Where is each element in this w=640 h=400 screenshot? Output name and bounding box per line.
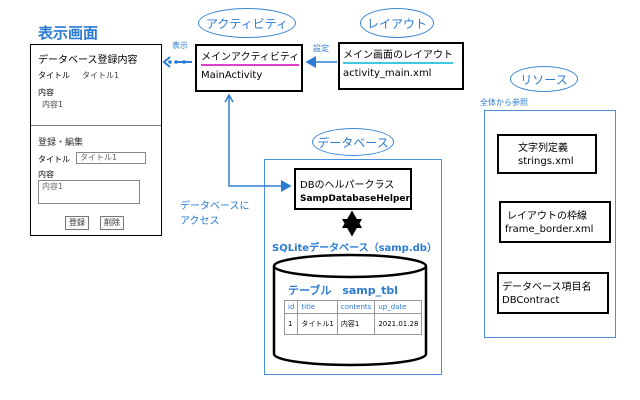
resource-strings-en: strings.xml xyxy=(518,156,574,167)
helper-name-jp: DBのヘルパークラス xyxy=(300,180,395,191)
column-header: contents xyxy=(336,300,376,314)
setting-label: 設定 xyxy=(313,44,329,53)
resources-oval: リソース xyxy=(510,66,578,92)
table-cell: 1 xyxy=(283,313,299,335)
activity-name-en: MainActivity xyxy=(201,70,263,81)
title-value: タイトル1 xyxy=(82,71,120,80)
edit-content-label: 内容 xyxy=(38,170,54,179)
display-label: 表示 xyxy=(172,41,188,50)
access-label-1: データベースに xyxy=(180,201,250,212)
table-header-row: id title contents up_date xyxy=(283,300,423,314)
layout-box xyxy=(338,42,464,90)
edit-title-input[interactable]: タイトル1 xyxy=(76,152,146,164)
layout-name-jp: メイン画面のレイアウト xyxy=(343,50,453,64)
table-row: 1 タイトル1 内容1 2021.01.28 xyxy=(283,313,423,335)
resource-dbcontract-en: DBContract xyxy=(502,295,560,306)
samp-table: id title contents up_date 1 タイトル1 内容1 20… xyxy=(283,300,423,335)
activity-oval: アクティビティ xyxy=(198,8,296,38)
display-arrow xyxy=(162,56,192,68)
section-divider xyxy=(31,125,161,126)
database-region xyxy=(264,159,442,375)
access-label-2: アクセス xyxy=(180,216,220,227)
resource-frame-jp: レイアウトの枠線 xyxy=(507,211,587,222)
resource-frame-en: frame_border.xml xyxy=(505,224,594,235)
activity-name-jp: メインアクティビティ xyxy=(201,52,300,66)
edit-heading: 登録・編集 xyxy=(38,138,84,148)
resource-item-frame-border xyxy=(499,201,611,243)
resources-note: 全体から参照 xyxy=(480,98,528,107)
column-header: title xyxy=(297,300,338,314)
resource-dbcontract-jp: データベース項目名 xyxy=(502,282,592,293)
title-label: タイトル xyxy=(38,71,70,80)
column-header: id xyxy=(283,300,299,314)
layout-oval: レイアウト xyxy=(360,8,434,38)
edit-content-input[interactable]: 内容1 xyxy=(38,180,140,204)
screen-heading: 表示画面 xyxy=(38,24,99,42)
helper-class-box xyxy=(294,168,412,210)
layout-name-en: activity_main.xml xyxy=(343,68,432,79)
helper-name-en: SampDatabaseHelper xyxy=(300,194,410,204)
edit-title-label: タイトル xyxy=(38,155,70,164)
sqlite-label: SQLiteデータベース（samp.db） xyxy=(272,243,437,254)
resource-item-strings xyxy=(497,134,597,174)
resource-strings-jp: 文字列定義 xyxy=(518,143,568,154)
table-label: テーブル samp_tbl xyxy=(288,284,399,297)
table-cell: 2021.01.28 xyxy=(374,313,423,335)
content-value: 内容1 xyxy=(42,100,64,109)
screen-title: データベース登録内容 xyxy=(38,55,138,66)
database-oval: データベース xyxy=(312,128,394,156)
table-cell: タイトル1 xyxy=(297,313,338,335)
register-button[interactable]: 登録 xyxy=(65,216,89,230)
table-cell: 内容1 xyxy=(336,313,376,335)
column-header: up_date xyxy=(374,300,423,314)
main-activity-box xyxy=(195,44,303,92)
content-label: 内容 xyxy=(38,88,54,97)
resources-region xyxy=(484,110,616,338)
delete-button[interactable]: 削除 xyxy=(100,216,124,230)
resource-item-dbcontract xyxy=(497,272,609,314)
phone-screen xyxy=(30,44,162,236)
